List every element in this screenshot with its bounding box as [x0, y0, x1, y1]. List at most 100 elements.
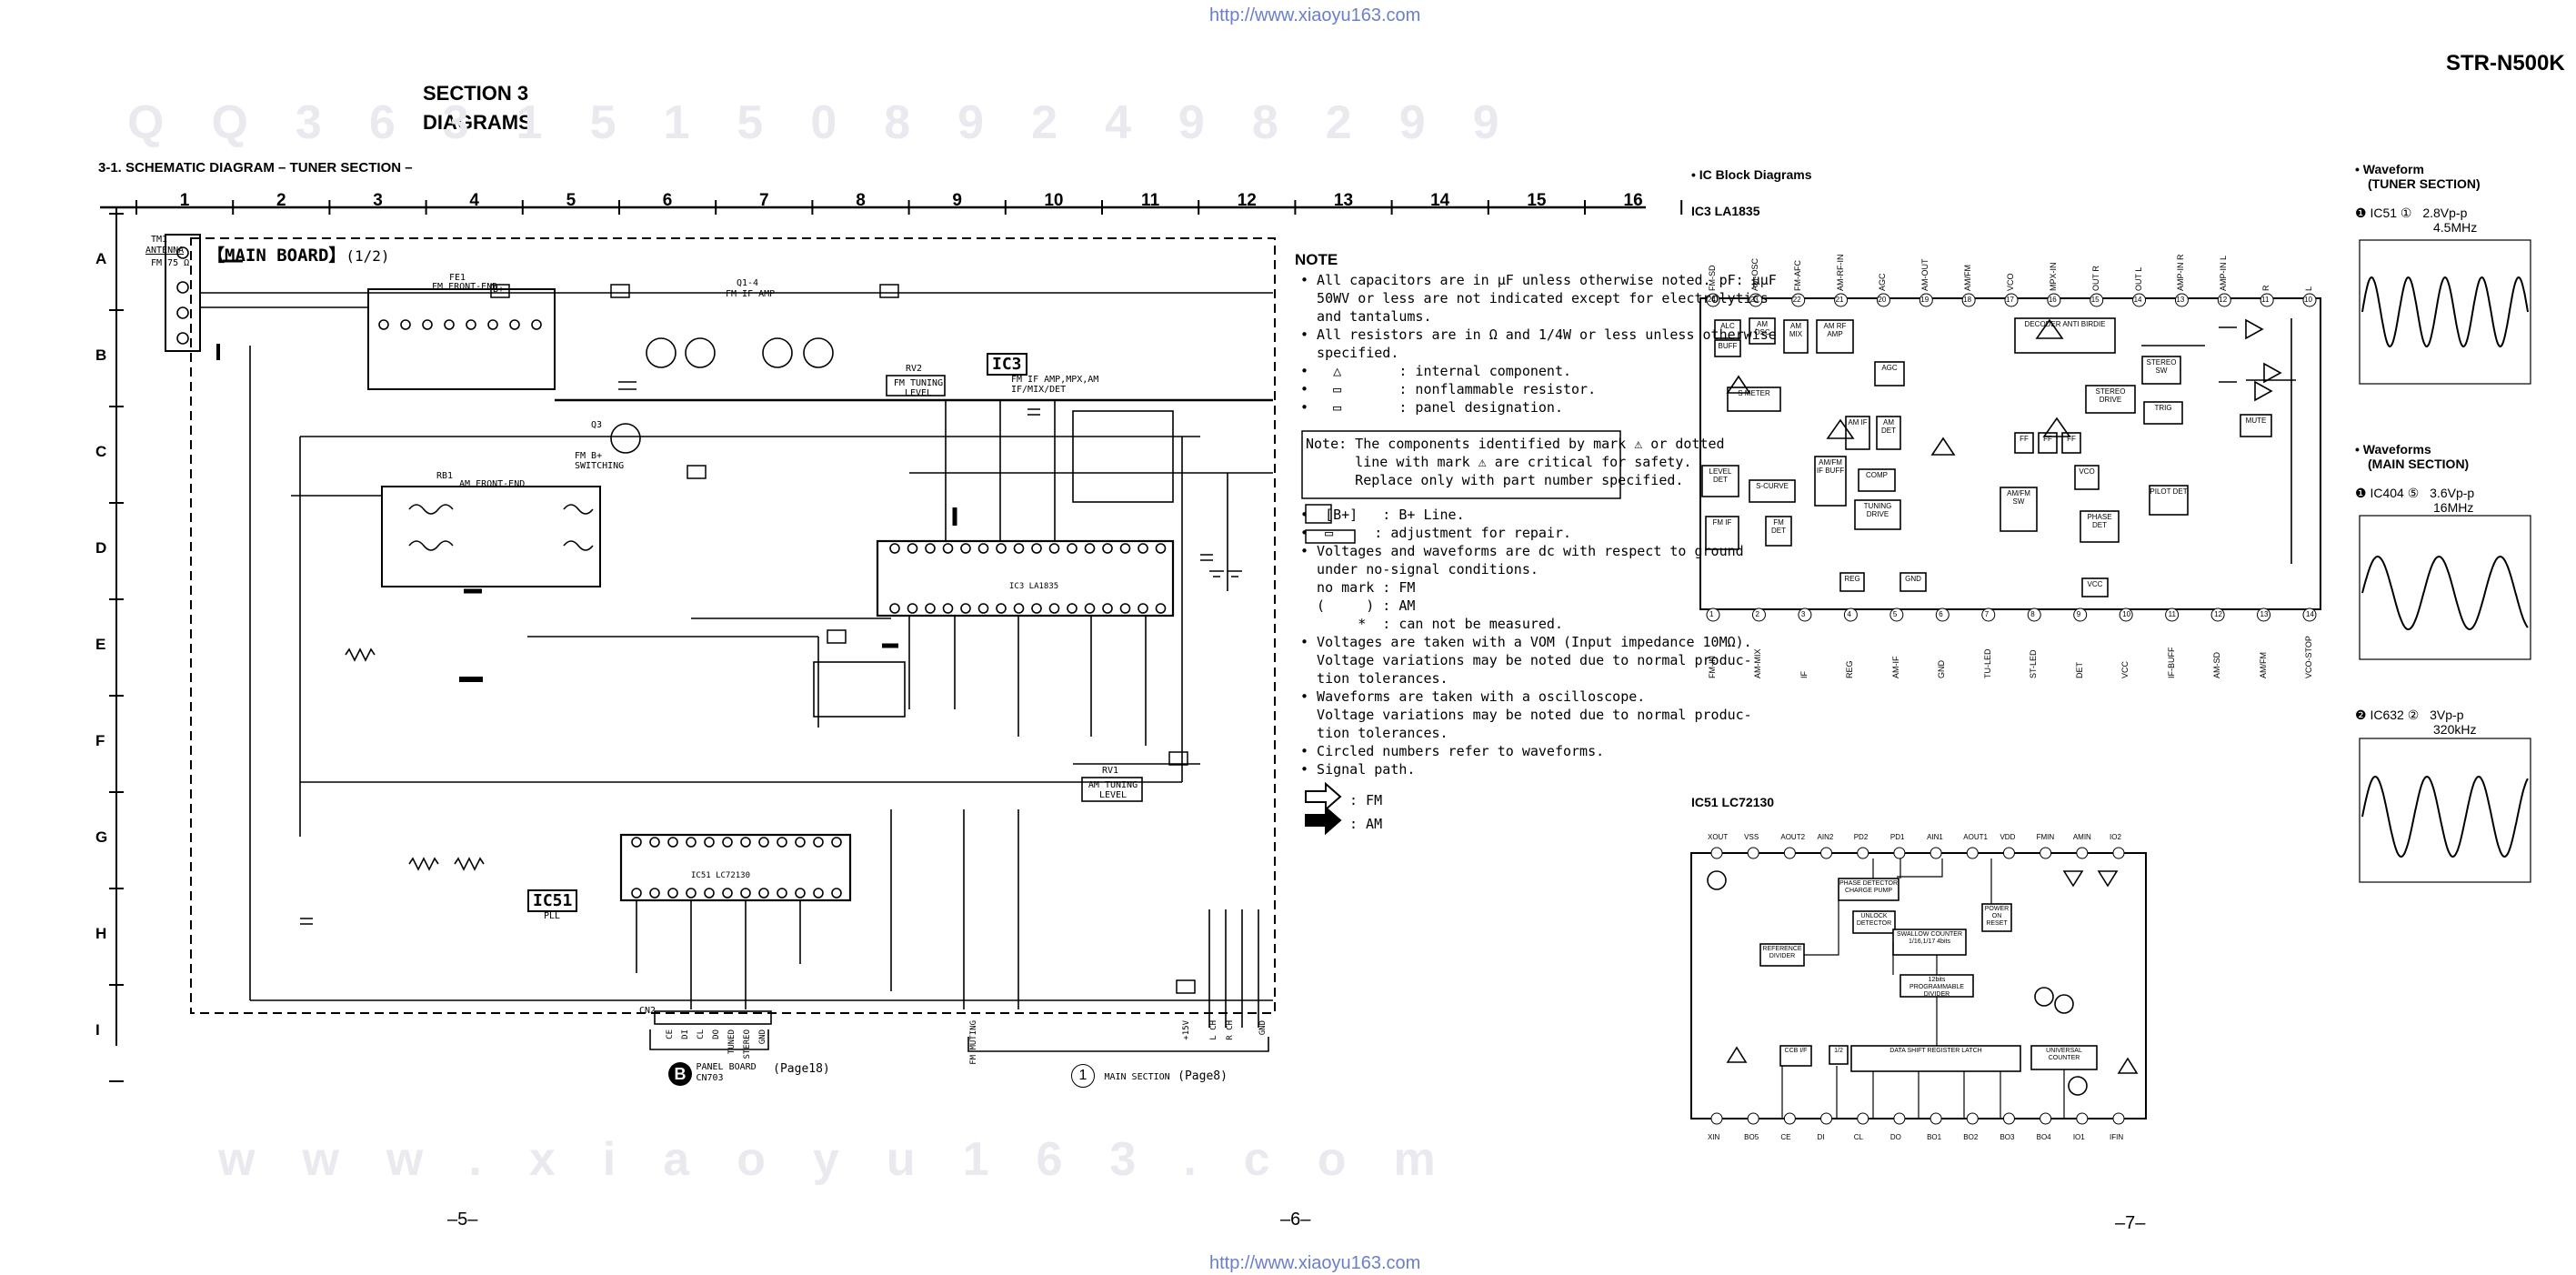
- ic-pin: [1084, 543, 1096, 554]
- ic3-pin: [2090, 293, 2104, 307]
- note-line: under no-signal conditions.: [1300, 561, 1539, 577]
- ic-pin: [1155, 603, 1167, 614]
- column-label: 1: [179, 191, 190, 210]
- w1-vpp: 2.8Vp-p: [2422, 206, 2468, 220]
- ic3-pin: [2174, 293, 2189, 307]
- column-label: 8: [856, 191, 866, 210]
- ic-pin: [722, 837, 733, 848]
- ic-block-title: • IC Block Diagrams: [1691, 167, 1812, 182]
- waveform-subtitle: (TUNER SECTION): [2368, 176, 2481, 191]
- ic3-top-pin-num: 13: [2176, 296, 2185, 304]
- ic51-pin: [2076, 847, 2089, 859]
- ic51-top-pin: PD1: [1889, 833, 1905, 841]
- column-label: 7: [759, 191, 769, 210]
- note-line: ( ) : AM: [1300, 597, 1416, 614]
- waveform-trace: [2361, 775, 2529, 858]
- ic-pin: [777, 888, 787, 899]
- watermark-top: QQ36315150892498299: [127, 96, 1547, 149]
- ic-pin: [704, 837, 715, 848]
- ic3-bottom-pin-num: 9: [2076, 610, 2081, 618]
- ic3-top-pin: AMP-IN L: [2219, 255, 2229, 291]
- ic3-block-label: VCO: [2079, 467, 2095, 476]
- ic3-pin: [1981, 607, 1996, 622]
- w2-label: ❶ IC404 ⑤: [2355, 486, 2420, 500]
- ic51-block-label: DATA SHIFT REGISTER LATCH: [1889, 1048, 1982, 1054]
- ic3-pin: [2302, 607, 2317, 622]
- ic3-part: IC3 LA1835: [1009, 582, 1059, 591]
- ic3-block: [2061, 432, 2081, 454]
- ic51-block-title: IC51 LC72130: [1691, 795, 1775, 809]
- rv2-ref: RV2: [906, 364, 923, 374]
- w2-freq: 16MHz: [2433, 500, 2474, 515]
- ic3-block: [2074, 465, 2100, 490]
- ic-pin: [740, 888, 751, 899]
- ic3-top-pin-num: 17: [2006, 296, 2014, 304]
- ic3-bottom-pin-num: 14: [2306, 610, 2314, 618]
- ic3-block: [1714, 319, 1741, 339]
- ic3-pin: [2210, 607, 2225, 622]
- ic3-block: [2038, 432, 2058, 454]
- board-label: 【MAIN BOARD】(1/2): [207, 242, 390, 266]
- bottom-url[interactable]: http://www.xiaoyu163.com: [1209, 1253, 1421, 1273]
- ic3-block-label: TUNING DRIVE: [1863, 502, 1892, 518]
- ic51-pin: [1710, 847, 1723, 859]
- ic3-top-pin-num: 20: [1878, 296, 1887, 304]
- panel-pin-label: STEREO: [743, 1029, 752, 1059]
- ic3-bottom-pin-num: 4: [1847, 610, 1851, 618]
- ic3-pin: [2217, 293, 2231, 307]
- ic51-pin: [1747, 1112, 1759, 1125]
- column-label: 2: [276, 191, 286, 210]
- ic-pin: [813, 888, 824, 899]
- ic3-pin: [2073, 607, 2088, 622]
- ic3-block: [2080, 510, 2120, 543]
- ic3-block: [2085, 385, 2136, 414]
- ic3-block: [1783, 319, 1809, 354]
- panel-pin-label: TUNED: [727, 1029, 737, 1055]
- ic51-pin: [2076, 1112, 2089, 1125]
- ic3-block-label: BUFF: [1718, 342, 1738, 350]
- note-line: • ▭ : adjustment for repair.: [1300, 525, 1572, 541]
- ic51-sub: PLL: [544, 911, 561, 921]
- ic3-block: [1701, 465, 1739, 497]
- ic-pin: [667, 888, 678, 899]
- ic3-block-label: AM RF AMP: [1823, 322, 1847, 338]
- ic-pin: [889, 603, 900, 614]
- top-url[interactable]: http://www.xiaoyu163.com: [1209, 5, 1421, 25]
- ic51-top-pin: AOUT1: [1963, 833, 1988, 841]
- q3-ref: Q3: [591, 420, 603, 430]
- ic3-bottom-pin: ST-LED: [2029, 649, 2039, 678]
- ic51-top-pin: XOUT: [1708, 833, 1729, 841]
- rv2-name: FM TUNING LEVEL: [893, 378, 944, 398]
- bplus-label: B+: [493, 285, 505, 295]
- ic-pin: [704, 888, 715, 899]
- waveform-1-label: ❶ IC51 ① 2.8Vp-p: [2355, 206, 2467, 221]
- ic51-block-label: UNIVERSAL COUNTER: [2046, 1048, 2082, 1061]
- ic51-pin: [1820, 1112, 1833, 1125]
- ic3-top-pin: L: [2304, 286, 2313, 291]
- ic3-pin: [1876, 293, 1890, 307]
- notes-list: • All capacitors are in μF unless otherw…: [1300, 271, 1777, 417]
- ic51-part: IC51 LC72130: [691, 871, 751, 880]
- ic-pin: [649, 888, 660, 899]
- ic3-bottom-pin: VCO-STOP: [2304, 636, 2313, 678]
- ic3-top-pin: OUT R: [2090, 266, 2100, 291]
- ic-pin: [1067, 603, 1078, 614]
- ic-pin: [907, 543, 918, 554]
- ic3-name: FM IF AMP,MPX,AM IF/MIX/DET: [1011, 375, 1099, 395]
- column-label: 16: [1623, 191, 1643, 210]
- column-label: 5: [566, 191, 576, 210]
- ic3-block: [1854, 499, 1901, 530]
- ic51-block-label: REFERENCE DIVIDER: [1762, 946, 1802, 959]
- note-line: Voltage variations may be noted due to n…: [1300, 652, 1752, 668]
- column-label: 14: [1430, 191, 1450, 210]
- ic3-block: [1874, 361, 1905, 387]
- ic3-block: [2149, 485, 2189, 516]
- note-line: 50WV or less are not indicated except fo…: [1300, 290, 1769, 306]
- notes-title: NOTE: [1295, 251, 1338, 268]
- ic3-pin: [1889, 607, 1904, 622]
- ic-pin: [631, 888, 642, 899]
- ic51-block-label: PHASE DETECTOR CHARGE PUMP: [1839, 880, 1899, 894]
- ic51-pin: [2002, 1112, 2015, 1125]
- ic51-top-pin: VSS: [1744, 833, 1759, 841]
